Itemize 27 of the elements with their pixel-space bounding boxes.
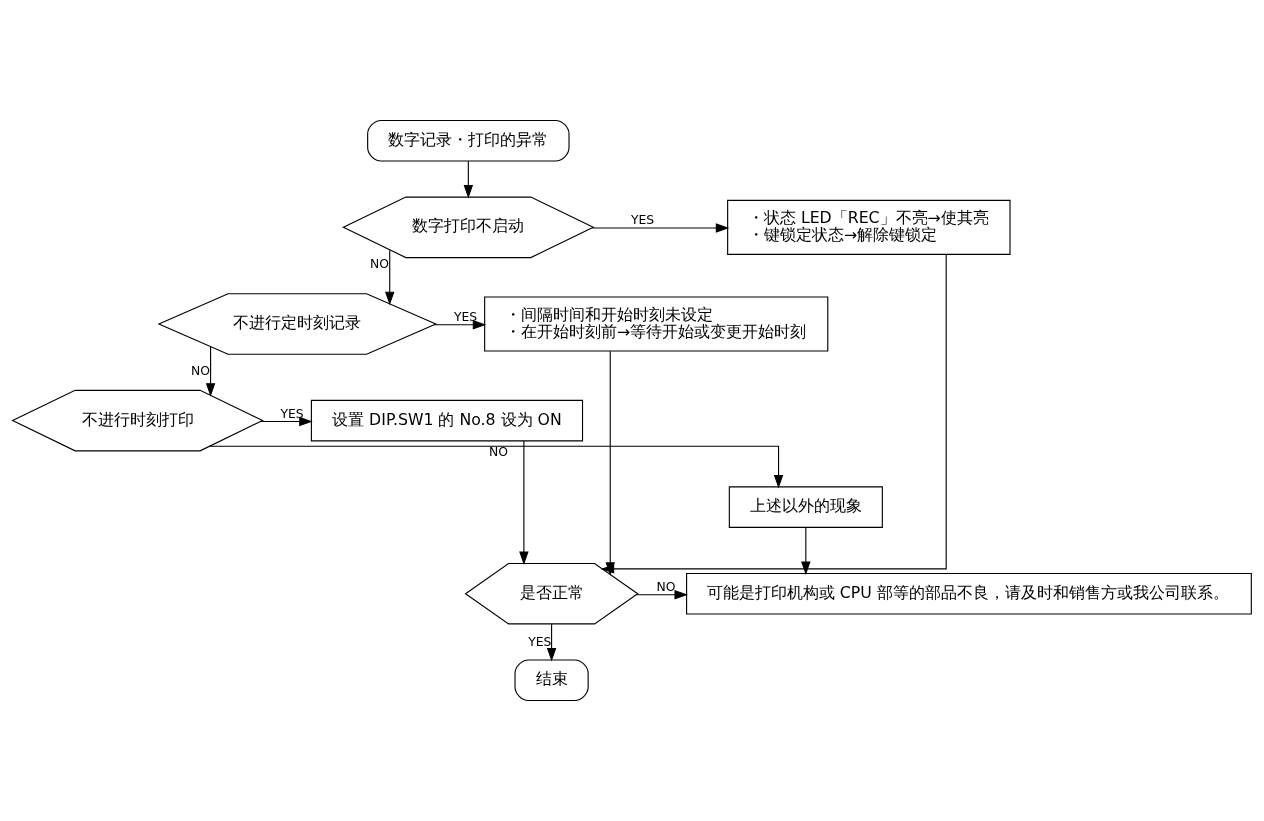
arrow	[801, 527, 811, 575]
node-box: ・状态 LED「REC」不亮→使其亮 ・键锁定状态→解除键锁定	[727, 199, 1011, 255]
arrow	[519, 440, 529, 565]
node-box: 设置 DIP.SW1 的 No.8 设为 ON	[310, 399, 584, 442]
node-box: 数字记录・打印的异常	[367, 119, 570, 162]
edge-label: YES	[280, 406, 304, 421]
edge-label: NO	[190, 364, 210, 379]
edge-label: NO	[370, 256, 390, 271]
edge-label: YES	[528, 635, 552, 650]
node-box: ・间隔时间和开始时刻未设定 ・在开始时刻前→等待开始或变更开始时刻	[484, 296, 829, 352]
arrow	[463, 160, 474, 199]
arrow	[260, 416, 313, 427]
arrow	[209, 445, 784, 489]
node-box: 上述以外的现象	[728, 486, 883, 528]
arrow	[636, 590, 688, 600]
edge-label: NO	[656, 580, 676, 595]
edge-label: NO	[489, 445, 509, 460]
arrow	[385, 249, 395, 306]
node-box: 可能是打印机构或 CPU 部等的部品不良，请及时和销售方或我公司联系。	[686, 572, 1252, 615]
arrow	[205, 346, 216, 397]
arrow	[605, 350, 615, 576]
node-box: 结束	[514, 659, 589, 702]
edge-label: YES	[453, 310, 478, 325]
edge-label: YES	[630, 213, 655, 228]
arrow	[591, 223, 730, 233]
arrow	[433, 320, 487, 330]
arrow	[546, 623, 557, 662]
